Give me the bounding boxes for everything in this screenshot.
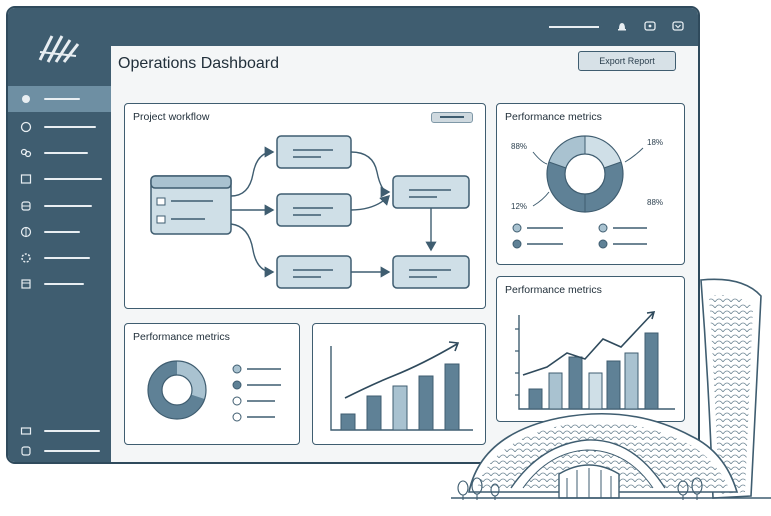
sidebar-item-user[interactable] bbox=[8, 438, 111, 462]
database-icon bbox=[20, 200, 32, 212]
bar-chart-right bbox=[515, 311, 675, 410]
page-title: Operations Dashboard bbox=[118, 55, 279, 72]
sidebar-item-mail[interactable] bbox=[8, 418, 111, 444]
topbar-search-line bbox=[549, 26, 599, 28]
metrics-donut-title: Performance metrics bbox=[505, 111, 602, 123]
architecture-illustration bbox=[451, 278, 771, 500]
workflow-node-4[interactable] bbox=[392, 175, 470, 209]
legend-right bbox=[598, 223, 647, 249]
sidebar-item-users[interactable] bbox=[8, 140, 111, 166]
metrics-small-donut-title: Performance metrics bbox=[133, 331, 230, 343]
sidebar bbox=[8, 8, 111, 462]
donut-chart-large bbox=[512, 135, 647, 249]
top-bar bbox=[111, 8, 698, 46]
workflow-title: Project workflow bbox=[133, 111, 210, 123]
workflow-options-button[interactable] bbox=[431, 112, 473, 123]
sidebar-item-folder[interactable] bbox=[8, 166, 111, 192]
workflow-panel: Project workflow bbox=[124, 103, 486, 309]
metrics-bars-title: Performance metrics bbox=[505, 284, 602, 296]
clock-icon bbox=[20, 121, 32, 133]
workflow-node-1[interactable] bbox=[276, 135, 352, 169]
sidebar-item-clock[interactable] bbox=[8, 114, 111, 140]
folder-icon bbox=[20, 173, 32, 185]
settings-icon bbox=[20, 252, 32, 264]
message-icon[interactable] bbox=[643, 19, 657, 33]
sidebar-item-home[interactable] bbox=[8, 86, 111, 112]
user-icon bbox=[20, 445, 32, 457]
sidebar-item-globe[interactable] bbox=[8, 219, 111, 245]
workflow-node-3[interactable] bbox=[276, 255, 352, 289]
workflow-node-5[interactable] bbox=[392, 255, 470, 289]
small-donut-legend bbox=[232, 364, 281, 422]
legend-left bbox=[512, 223, 563, 249]
export-report-button[interactable]: Export Report bbox=[578, 51, 676, 71]
workflow-connectors bbox=[230, 146, 437, 278]
metric-label-1: 88% bbox=[511, 142, 528, 151]
globe-icon bbox=[20, 226, 32, 238]
bar-chart-panel bbox=[312, 323, 486, 445]
sidebar-item-database[interactable] bbox=[8, 193, 111, 219]
donut-chart-small bbox=[147, 360, 281, 422]
metrics-small-donut-panel: Performance metrics bbox=[124, 323, 300, 445]
workflow-node-2[interactable] bbox=[276, 193, 352, 227]
bar-chart-middle bbox=[330, 341, 473, 431]
sidebar-item-settings[interactable] bbox=[8, 245, 111, 271]
users-icon bbox=[20, 147, 32, 159]
logo-icon bbox=[38, 35, 80, 63]
metrics-donut-panel: Performance metrics 88% 18% 12% 88% bbox=[496, 103, 685, 265]
bell-icon[interactable] bbox=[615, 19, 629, 33]
metrics-bars-panel: Performance metrics bbox=[496, 276, 685, 422]
workflow-source-node[interactable] bbox=[150, 175, 232, 235]
sidebar-item-list[interactable] bbox=[8, 271, 111, 297]
metric-label-2: 18% bbox=[647, 138, 664, 147]
metric-label-3: 12% bbox=[511, 202, 528, 211]
mail-icon bbox=[20, 425, 32, 437]
metric-label-4: 88% bbox=[647, 198, 664, 207]
window-menu-icon[interactable] bbox=[671, 19, 685, 33]
home-icon bbox=[20, 93, 32, 105]
workflow-diagram bbox=[150, 135, 470, 289]
list-icon bbox=[20, 278, 32, 290]
